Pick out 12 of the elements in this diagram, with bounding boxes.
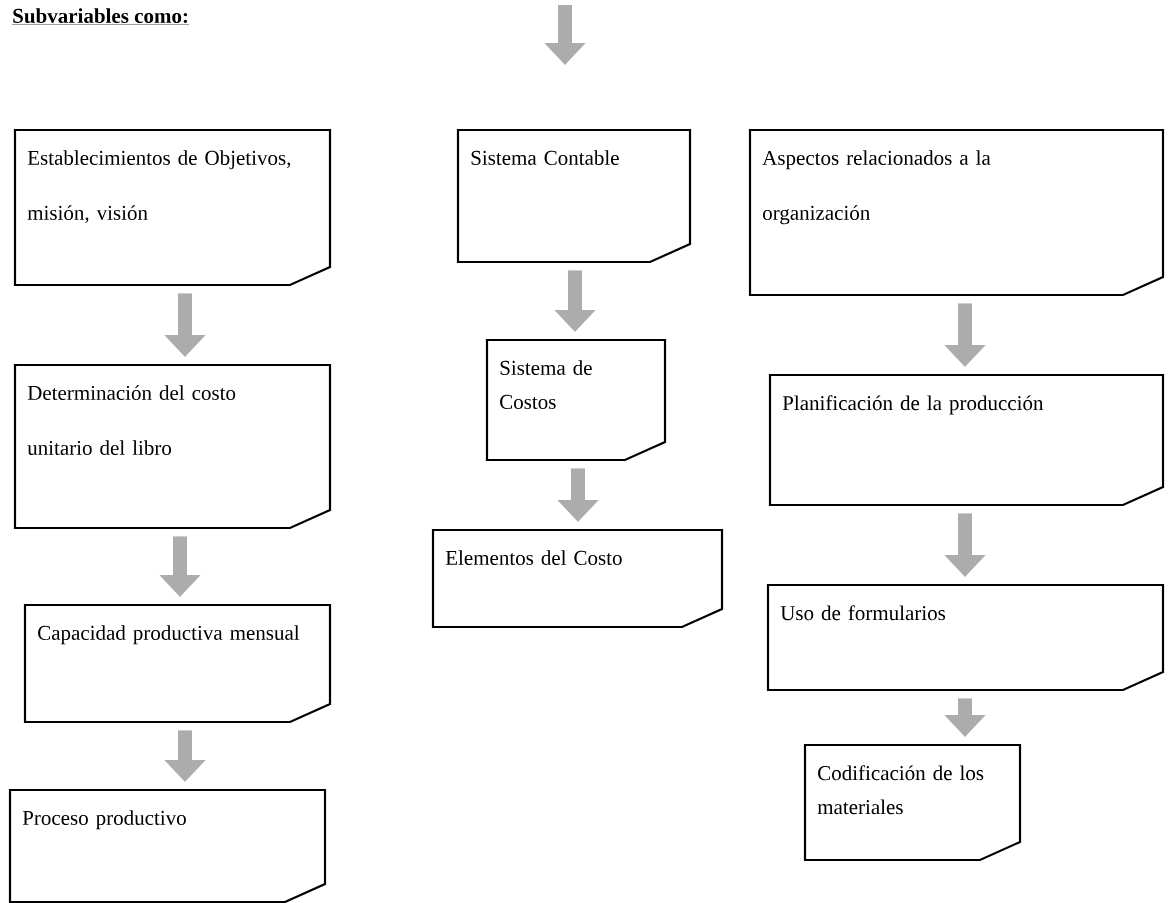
document-box: Uso de formularios bbox=[766, 583, 1165, 692]
document-box: Aspectos relacionados a la organización bbox=[748, 128, 1165, 297]
document-box: Sistema Contable bbox=[456, 128, 692, 264]
heading-text: Subvariables como: bbox=[12, 8, 190, 25]
document-box: Codificación de los materiales bbox=[803, 743, 1022, 862]
document-box: Sistema de Costos bbox=[485, 338, 667, 462]
document-box: Planificación de la producción bbox=[768, 373, 1165, 507]
document-box: Capacidad productiva mensual bbox=[23, 603, 332, 724]
document-box: Establecimientos de Objetivos, misión, visión bbox=[13, 128, 332, 287]
document-box: Determinación del costo unitario del libro bbox=[13, 363, 332, 530]
document-box: Proceso productivo bbox=[8, 788, 327, 903]
document-box: Elementos del Costo bbox=[431, 528, 724, 629]
